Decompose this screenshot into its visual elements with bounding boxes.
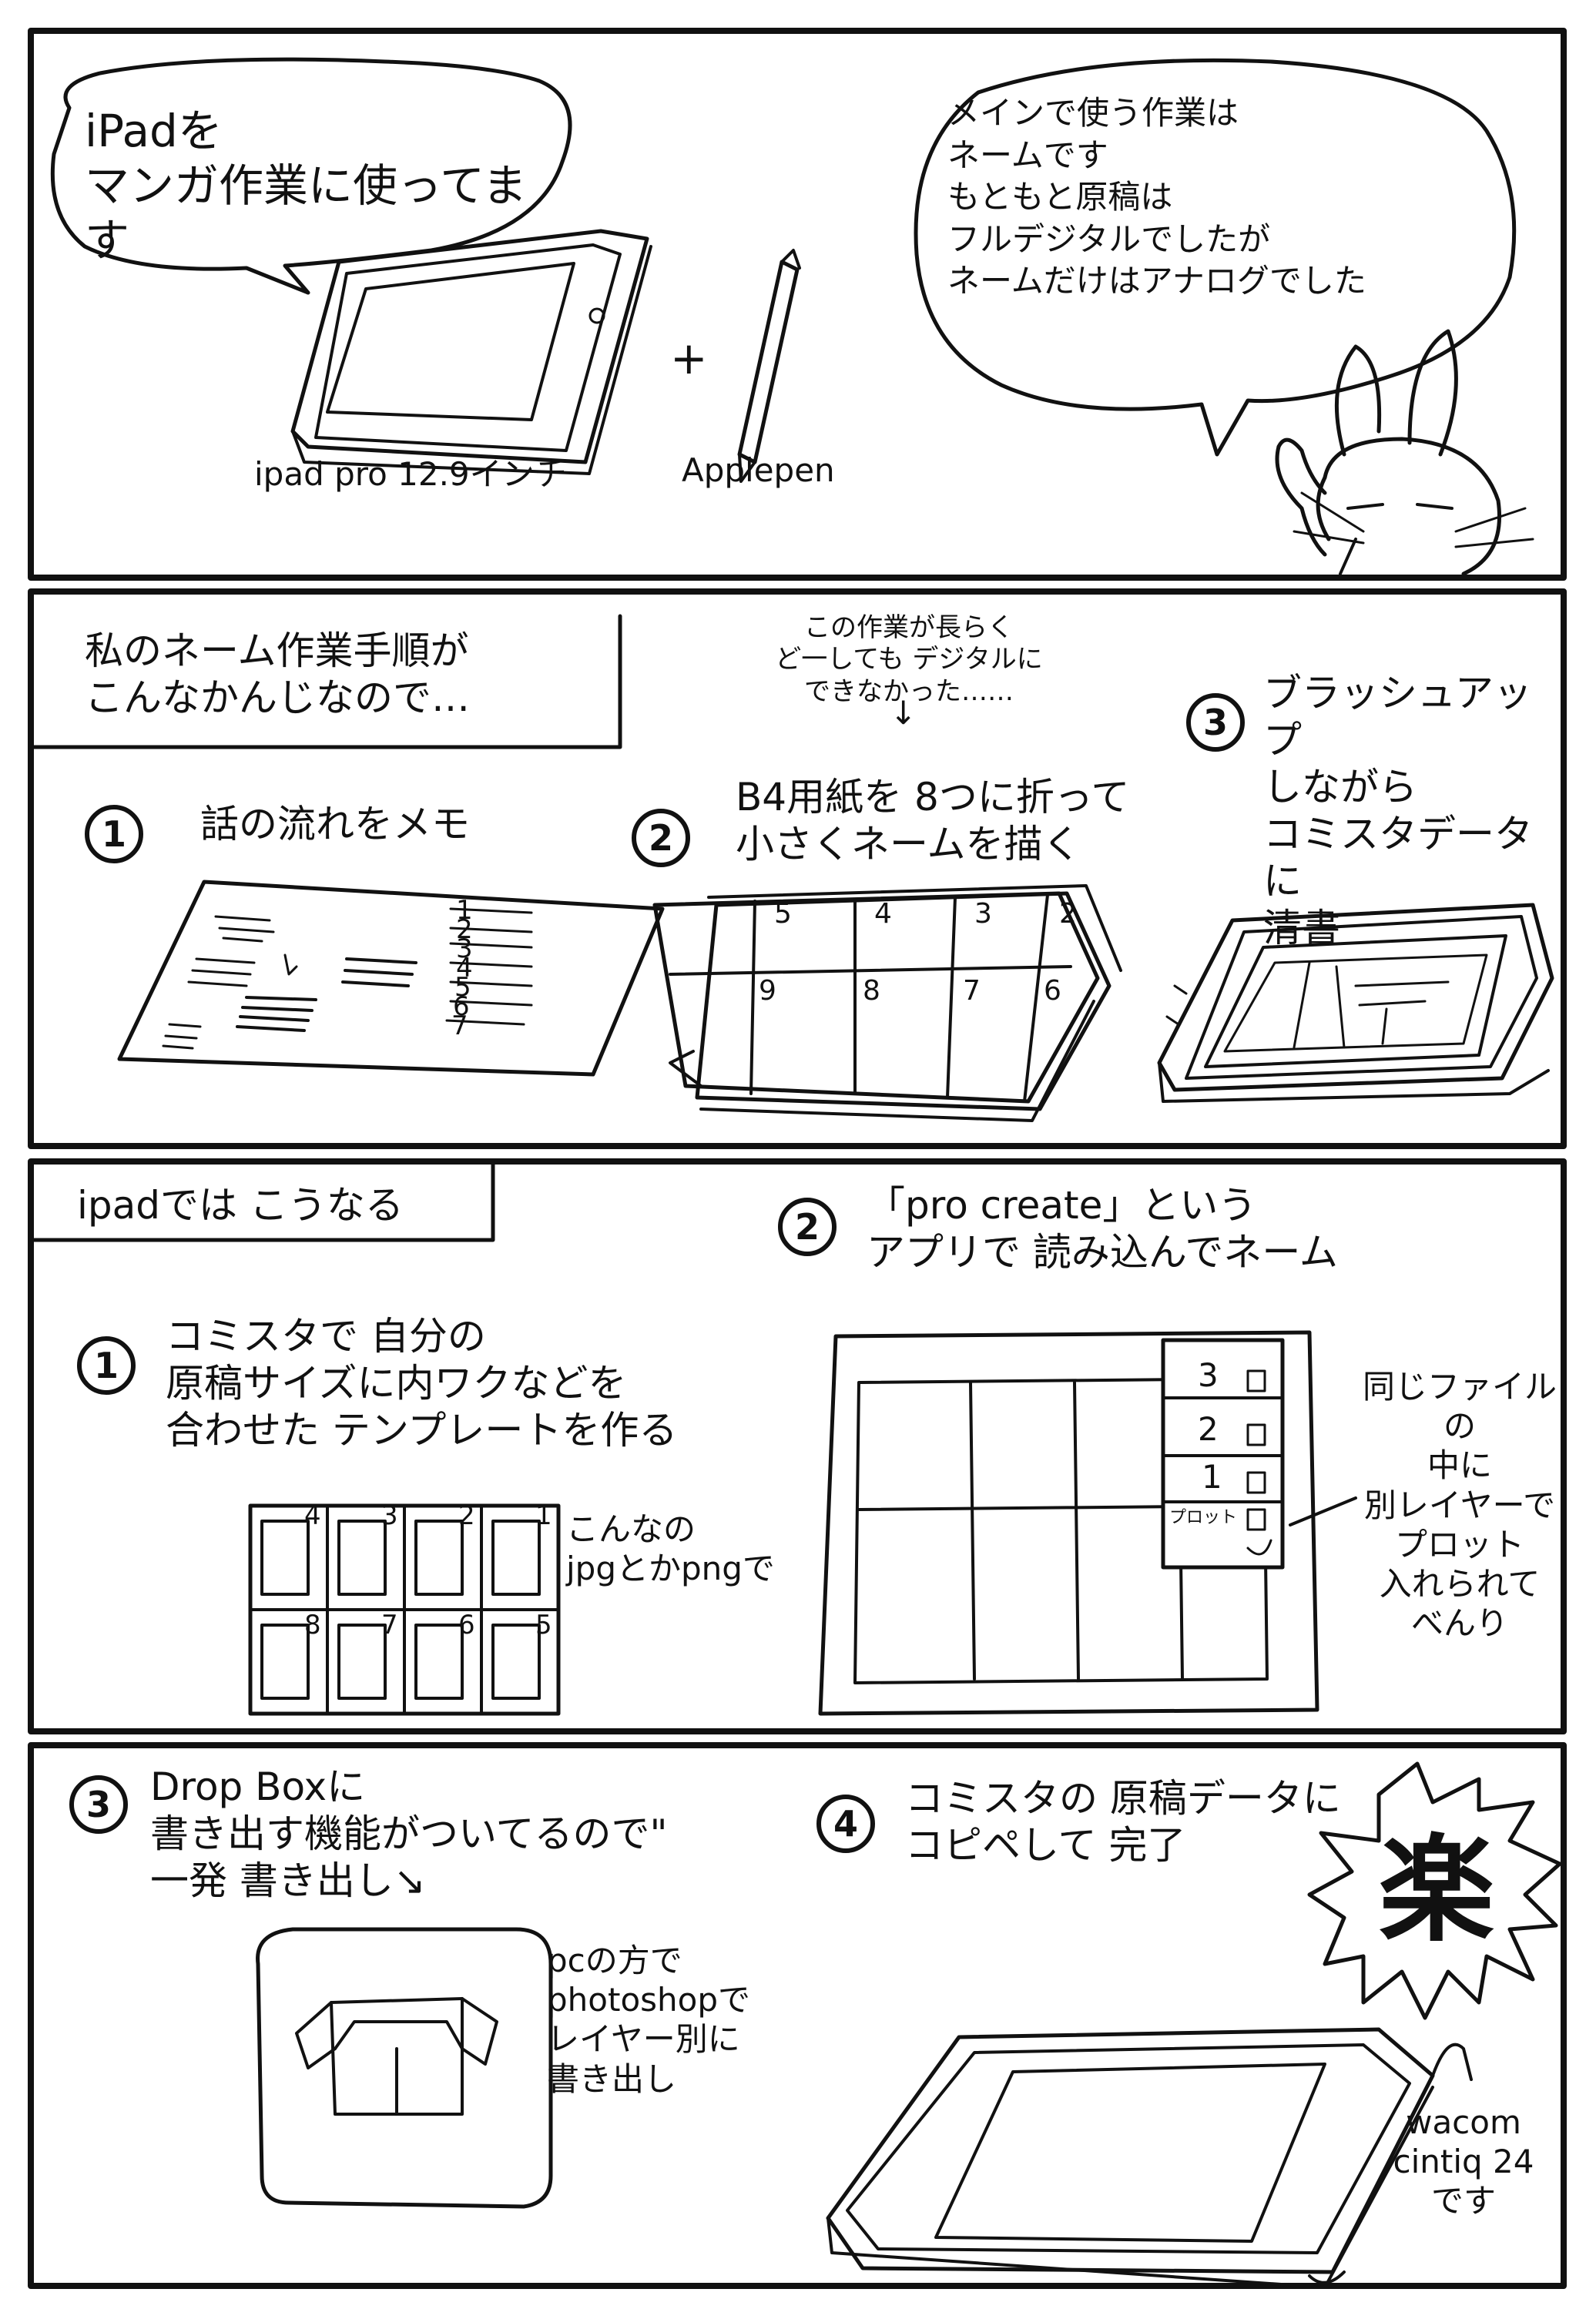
paper-number-9: 9 [759,975,776,1007]
paper-number-3: 3 [974,898,992,930]
rabbit-character [1275,329,1534,576]
cintiq-drawing [826,2027,1473,2289]
pc-note: pcの方で photoshopで レイヤー別に 書き出し [547,1942,750,2098]
template-number-7: 7 [381,1610,398,1640]
step-1b-text: コミスタで 自分の 原稿サイズに内ワクなどを 合わせた テンプレートを作る [166,1314,678,1453]
panel-3-header-box [28,1161,495,1242]
procreate-screen-drawing [818,1330,1357,1716]
step-1b-number: 1 [77,1336,136,1395]
memo-number-1: 1 [456,895,473,926]
memo-number-2: 2 [456,914,473,945]
ipad-label: ipad pro 12.9インチ [254,455,567,493]
step-2b-text: 「pro create」という アプリで 読み込んでネーム [867,1183,1338,1275]
raku-burst [1307,1761,1562,2020]
step-1-number: 1 [85,805,143,863]
paper-number-7: 7 [963,975,981,1007]
panel-1-frame [28,28,1567,581]
main-bubble-text: メインで使う作業は ネームです もともと原稿は フルデジタルでしたが ネームだけ… [947,94,1366,300]
main-bubble [914,58,1517,457]
template-number-5: 5 [535,1610,552,1640]
step-1-text: 話の流れをメモ [200,802,470,846]
step-3-text: ブラッシュアップ しながら コミスタデータに 清書 [1263,671,1533,950]
template-number-2: 2 [458,1500,475,1531]
panel-4-frame [28,1742,1567,2289]
template-number-4: 4 [304,1500,321,1531]
template-number-1: 1 [535,1500,552,1531]
paper-number-4: 4 [874,898,892,930]
paper-number-8: 8 [863,975,880,1007]
panel-2-frame [28,588,1567,1149]
memo-number-7: 7 [451,1010,468,1041]
title-bubble-text: iPadを マンガ作業に使ってます [85,105,528,266]
down-arrow: ↓ [890,694,917,732]
ipad-drawing [290,229,652,475]
raku-character: 楽 [1379,1824,1495,1958]
panel-2-header: 私のネーム作業手順が こんなかんじなので… [85,628,470,720]
step-3-number: 3 [1186,693,1245,752]
layer-3: 3 [1198,1356,1219,1394]
tablet-drawing [1157,903,1554,1103]
dropbox-drawing [256,1927,553,2209]
step-4-number: 4 [816,1795,875,1853]
step-2-text: B4用紙を 8つに折って 小さくネームを描く [736,775,1130,866]
plus-sign: + [670,332,708,384]
folded-paper-drawing [652,884,1122,1122]
step-4-text: コミスタの 原稿データに コピペして 完了 [905,1776,1341,1868]
wacom-note: wacom cintiq 24 です [1393,2103,1534,2220]
step-3b-text: Drop Boxに 書き出す機能がついてるので" 一発 書き出し↘ [150,1764,668,1903]
step-3b-number: 3 [69,1775,128,1834]
panel-3-header: ipadでは こうなる [77,1183,404,1228]
memo-number-5: 5 [454,972,471,1003]
template-number-6: 6 [458,1610,475,1640]
panel-3-frame [28,1158,1567,1734]
note-text: この作業が長らく ど一しても デジタルに できなかった…… [775,612,1043,707]
memo-sheet-drawing [117,880,665,1077]
pen-label: Applepen [682,451,835,489]
template-number-3: 3 [381,1500,398,1531]
template-grid-drawing [248,1503,561,1716]
step-2b-number: 2 [778,1198,837,1256]
step-2-number: 2 [632,809,690,867]
layer-2: 2 [1198,1410,1219,1448]
title-bubble [50,57,572,295]
template-note: こんなの jpgとかpngで [566,1510,775,1588]
template-number-8: 8 [304,1610,321,1640]
panel-2-header-box [28,614,622,749]
layer-1: 1 [1202,1458,1222,1496]
memo-number-4: 4 [456,953,473,984]
paper-number-2: 2 [1059,898,1077,930]
layer-note: 同じファイルの 中に 別レイヤーで プロット 入れられて べんり [1362,1368,1557,1643]
paper-number-5: 5 [774,898,792,930]
paper-number-6: 6 [1044,975,1061,1007]
memo-number-6: 6 [453,991,470,1022]
layer-plot: プロット [1169,1508,1238,1527]
apple-pencil-drawing [737,249,801,483]
memo-number-3: 3 [456,933,473,964]
